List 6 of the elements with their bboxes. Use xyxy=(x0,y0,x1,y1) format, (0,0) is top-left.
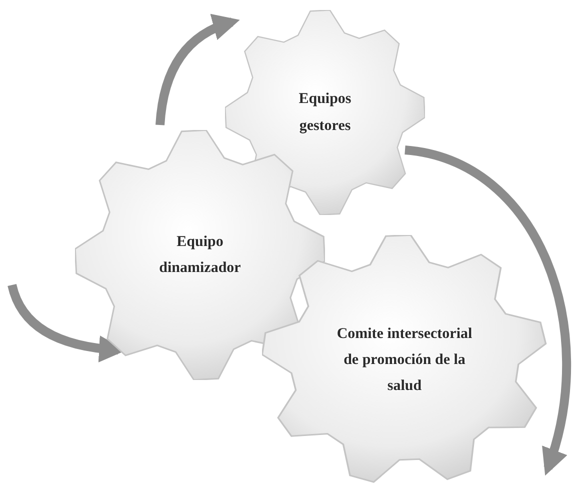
gear-shape xyxy=(262,235,547,485)
gear-label: Equipos gestores xyxy=(298,90,352,136)
gear-label: Equipo dinamizador xyxy=(158,232,242,278)
gear-shape xyxy=(225,10,425,215)
gear-label: Comite intersectorial de promoción de la salud xyxy=(336,324,474,396)
curved-arrow xyxy=(156,14,240,126)
